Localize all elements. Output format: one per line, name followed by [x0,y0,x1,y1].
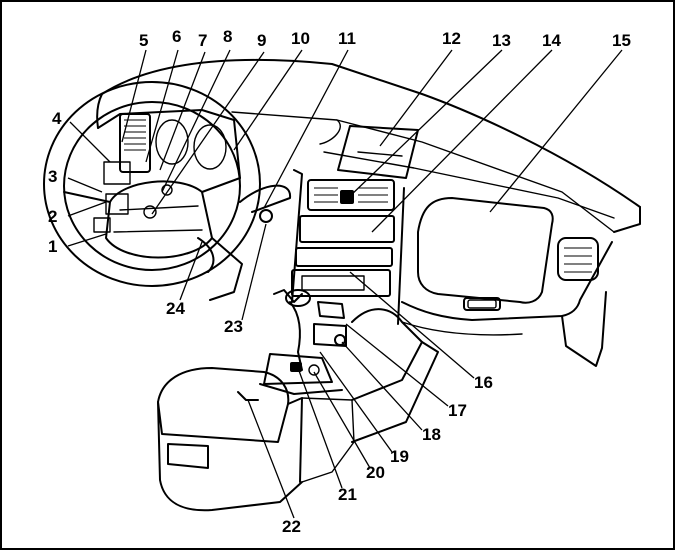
callout-3: 3 [48,167,57,186]
callout-18: 18 [422,425,441,444]
callout-2: 2 [48,207,57,226]
callout-5: 5 [139,31,148,50]
callout-21: 21 [338,485,357,504]
callout-17: 17 [448,401,467,420]
steering-column [197,184,292,301]
armrest-console-box [157,367,355,512]
passenger-dash [401,197,613,367]
callout-12: 12 [442,29,461,48]
callout-24: 24 [166,299,185,318]
center-console [259,289,439,443]
leader-lines [67,49,623,519]
callout-6: 6 [172,27,181,46]
instrument-cluster [93,109,241,233]
callout-13: 13 [492,31,511,50]
callout-19: 19 [390,447,409,466]
callout-11: 11 [338,29,356,48]
callout-4: 4 [52,109,62,128]
callout-14: 14 [542,31,561,50]
callout-15: 15 [612,31,631,50]
callout-8: 8 [223,27,232,46]
callout-10: 10 [291,29,310,48]
center-stack [291,169,405,325]
callout-7: 7 [198,31,207,50]
callout-1: 1 [48,237,57,256]
callout-23: 23 [224,317,243,336]
callout-9: 9 [257,31,266,50]
callout-labels: 1 2 3 4 5 6 7 8 9 10 11 12 13 14 15 16 1… [48,27,631,536]
callout-22: 22 [282,517,301,536]
dashboard-top [96,58,641,233]
callout-16: 16 [474,373,493,392]
callout-20: 20 [366,463,385,482]
